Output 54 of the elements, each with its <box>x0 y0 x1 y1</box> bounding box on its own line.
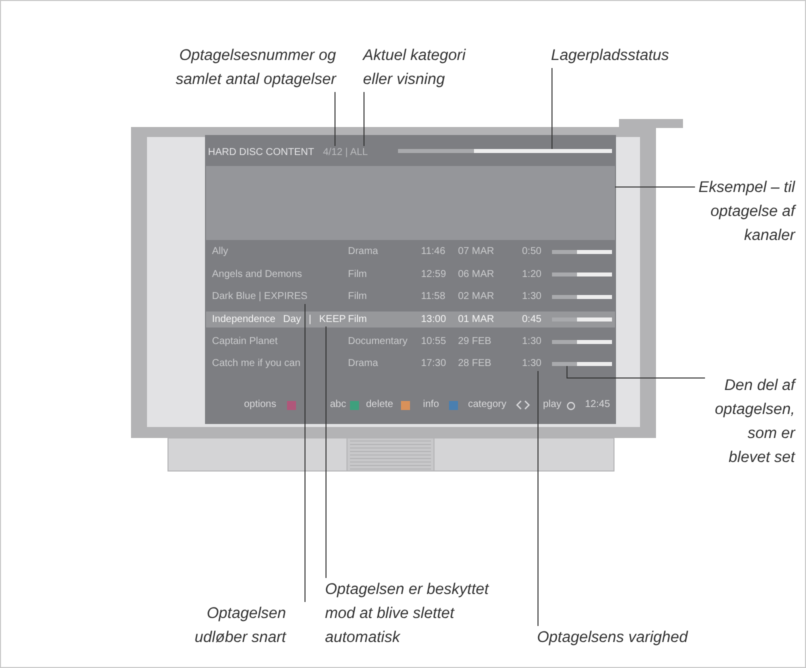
genre-text: Drama <box>348 357 378 371</box>
screen-heading: HARD DISC CONTENT <box>208 146 314 160</box>
leader-line <box>614 186 696 188</box>
recording-title: Ally <box>212 245 228 259</box>
menu-option-text: info <box>423 398 440 412</box>
recording-title: Captain Planet <box>212 335 278 349</box>
genre-text: Film <box>348 290 367 304</box>
genre-text: Drama <box>348 245 378 259</box>
callout-text: Aktuel kategori eller visning <box>363 44 493 92</box>
time-text: 13:00 <box>421 312 446 326</box>
leader-line <box>566 366 706 378</box>
date-text: 01 MAR <box>458 312 494 326</box>
time-text: 11:58 <box>421 290 446 304</box>
date-text: 07 MAR <box>458 245 494 259</box>
callout-text: Optagelsen er beskyttet mod at blive slettet automatisk <box>325 578 510 650</box>
time-text: 10:55 <box>421 335 446 349</box>
leader-line <box>304 304 306 602</box>
recording-title: Independence Day | KEEP <box>212 312 346 326</box>
genre-text: Film <box>348 268 367 282</box>
time-text: 17:30 <box>421 357 446 371</box>
preview-area <box>206 166 615 240</box>
callout-text: Eksempel – til optagelse af kanaler <box>695 176 795 248</box>
duration-text: 1:30 <box>522 335 542 349</box>
date-text: 02 MAR <box>458 290 494 304</box>
progress-bar <box>552 362 612 366</box>
callout-text: Optagelsen udløber snart <box>170 602 286 650</box>
date-text: 28 FEB <box>458 357 492 371</box>
duration-text: 1:20 <box>522 268 542 282</box>
duration-text: 1:30 <box>522 357 542 371</box>
callout-text: Optagelsens varighed <box>537 626 737 650</box>
menu-option-text: delete <box>366 398 394 412</box>
time-text: 11:46 <box>421 245 446 259</box>
date-text: 06 MAR <box>458 268 494 282</box>
menu-option-text: play <box>543 398 562 412</box>
callout-text: Optagelsesnummer og samlet antal optagelser <box>160 44 336 92</box>
recording-title: Dark Blue | EXPIRES <box>212 290 308 304</box>
leader-line <box>334 92 336 146</box>
storage-bar <box>398 149 612 153</box>
recording-title: Angels and Demons <box>212 268 302 282</box>
callout-text: Lagerpladsstatus <box>551 44 691 68</box>
clock-text: 12:45 <box>585 398 610 412</box>
duration-text: 1:30 <box>522 290 542 304</box>
recording-counter: 4/12 | ALL <box>323 146 368 160</box>
duration-text: 0:45 <box>522 312 542 326</box>
menu-option-text: abc <box>330 398 346 412</box>
time-text: 12:59 <box>421 268 446 282</box>
menu-option-text: category <box>468 398 506 412</box>
duration-text: 0:50 <box>522 245 542 259</box>
genre-text: Film <box>348 312 367 326</box>
menu-option-text: options <box>244 398 276 412</box>
recording-title: Catch me if you can <box>212 357 300 371</box>
date-text: 29 FEB <box>458 335 492 349</box>
callout-text: Den del af optagelsen, som er blevet set <box>705 374 795 470</box>
genre-text: Documentary <box>348 335 408 349</box>
